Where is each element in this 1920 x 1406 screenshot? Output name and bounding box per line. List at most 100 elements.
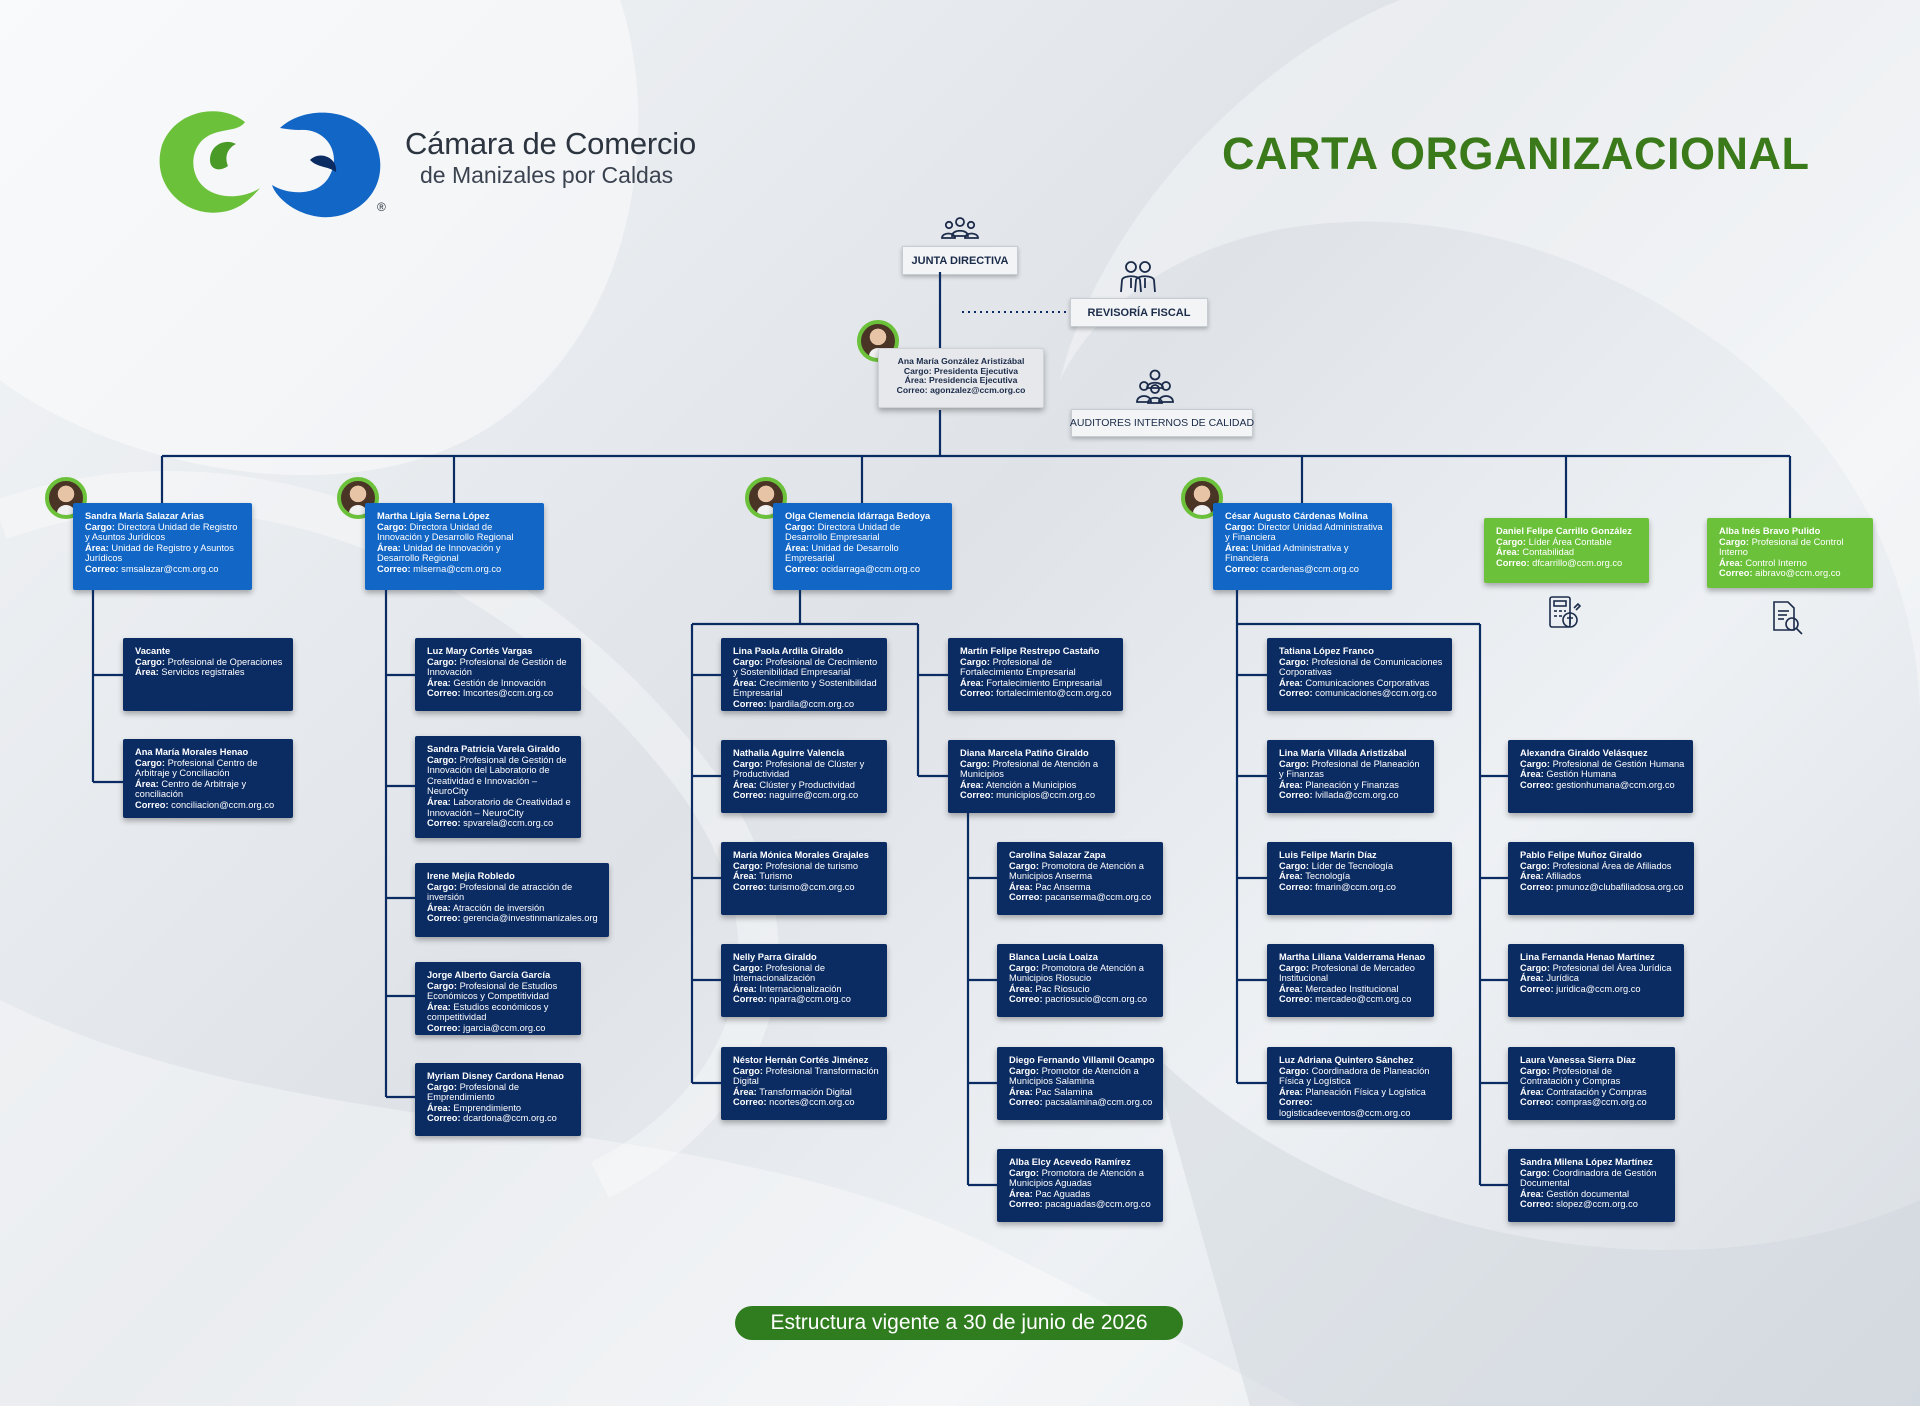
email-link[interactable]: municipios@ccm.org.co xyxy=(996,790,1095,801)
email-link[interactable]: pacsalamina@ccm.org.co xyxy=(1045,1097,1153,1108)
email-link[interactable]: jgarcia@ccm.org.co xyxy=(463,1022,546,1033)
email-link[interactable]: turismo@ccm.org.co xyxy=(769,881,855,892)
person-name: Alba Elcy Acevedo Ramírez xyxy=(1009,1157,1131,1167)
cargo-label: Cargo: xyxy=(903,365,932,376)
cargo-value: Profesional de Operaciones xyxy=(167,656,283,667)
person-name: Martha Ligia Serna López xyxy=(377,511,490,521)
correo-label: Correo: xyxy=(1009,1199,1043,1210)
person-name: Diego Fernando Villamil Ocampo xyxy=(1009,1055,1155,1065)
email-link[interactable]: pmunoz@clubafiliadosa.org.co xyxy=(1556,881,1684,892)
area-value: Planeación y Finanzas xyxy=(1305,779,1399,790)
cargo-label: Cargo: xyxy=(1520,962,1550,973)
email-link[interactable]: mercadeo@ccm.org.co xyxy=(1315,994,1412,1005)
area-label: Área: xyxy=(733,1086,757,1097)
area-value: Atención a Municipios xyxy=(985,779,1077,790)
email-link[interactable]: ccardenas@ccm.org.co xyxy=(1261,563,1359,574)
email-link[interactable]: ncortes@ccm.org.co xyxy=(769,1097,855,1108)
email-link[interactable]: pacaguadas@ccm.org.co xyxy=(1045,1199,1151,1210)
area-label: Área: xyxy=(1279,779,1303,790)
cargo-label: Cargo: xyxy=(1520,860,1550,871)
brand-line-2: de Manizales por Caldas xyxy=(420,162,674,188)
email-link[interactable]: juridica@ccm.org.co xyxy=(1556,983,1641,994)
area-value: Mercadeo Institucional xyxy=(1305,983,1399,994)
correo-label: Correo: xyxy=(1520,1097,1554,1108)
area-value: Clúster y Productividad xyxy=(759,779,855,790)
cargo-label: Cargo: xyxy=(135,757,165,768)
cargo-label: Cargo: xyxy=(1009,1065,1039,1076)
email-link[interactable]: conciliacion@ccm.org.co xyxy=(171,799,275,810)
correo-label: Correo: xyxy=(1520,1199,1554,1210)
board-box: JUNTA DIRECTIVA xyxy=(902,246,1018,275)
email-link[interactable]: slopez@ccm.org.co xyxy=(1556,1199,1638,1210)
correo-label: Correo: xyxy=(1009,1097,1043,1108)
area-label: Área: xyxy=(1279,677,1303,688)
email-link[interactable]: pacanserma@ccm.org.co xyxy=(1045,892,1152,903)
email-link[interactable]: aibravo@ccm.org.co xyxy=(1755,568,1841,579)
correo-label: Correo: xyxy=(85,563,119,574)
person-name: Ana María González Aristizábal xyxy=(897,356,1025,366)
area-value: Unidad Administrativa y Financiera xyxy=(1225,542,1349,564)
avatar xyxy=(745,477,787,519)
cargo-label: Cargo: xyxy=(1520,1167,1550,1178)
email-link[interactable]: nparra@ccm.org.co xyxy=(769,994,851,1005)
cargo-value: Profesional de Estudios Económicos y Com… xyxy=(427,980,558,1002)
person-name: Lina Paola Ardila Giraldo xyxy=(733,646,844,656)
email-link[interactable]: naguirre@ccm.org.co xyxy=(769,790,859,801)
email-link[interactable]: gestionhumana@ccm.org.co xyxy=(1556,779,1675,790)
email-link[interactable]: comunicaciones@ccm.org.co xyxy=(1315,688,1437,699)
email-link[interactable]: compras@ccm.org.co xyxy=(1556,1097,1647,1108)
cargo-value: Profesional de Planeación y Finanzas xyxy=(1279,758,1420,780)
person-name: Nelly Parra Giraldo xyxy=(733,952,817,962)
auditor-icon xyxy=(1120,261,1156,293)
email-link[interactable]: fmarin@ccm.org.co xyxy=(1315,881,1396,892)
email-link[interactable]: lpardila@ccm.org.co xyxy=(769,698,855,709)
area-label: Área: xyxy=(904,375,927,386)
area-value: Pac Aguadas xyxy=(1035,1188,1091,1199)
cargo-label: Cargo: xyxy=(1009,860,1039,871)
email-link[interactable]: lvillada@ccm.org.co xyxy=(1315,790,1399,801)
email-link[interactable]: agonzalez@ccm.org.co xyxy=(930,384,1026,395)
area-label: Área: xyxy=(733,983,757,994)
cargo-label: Cargo: xyxy=(1279,860,1309,871)
area-label: Área: xyxy=(1520,973,1544,984)
email-link[interactable]: ocidarraga@ccm.org.co xyxy=(821,563,921,574)
email-link[interactable]: pacriosucio@ccm.org.co xyxy=(1045,994,1148,1005)
cargo-label: Cargo: xyxy=(1520,758,1550,769)
email-link[interactable]: dfcarrillo@ccm.org.co xyxy=(1532,557,1623,568)
area-value: Emprendimiento xyxy=(453,1102,522,1113)
email-link[interactable]: fortalecimiento@ccm.org.co xyxy=(996,688,1112,699)
correo-label: Correo: xyxy=(1225,563,1259,574)
email-link[interactable]: dcardona@ccm.org.co xyxy=(463,1113,557,1124)
correo-label: Correo: xyxy=(1009,892,1043,903)
area-value: Afiliados xyxy=(1545,871,1581,882)
area-value: Turismo xyxy=(759,871,793,882)
email-link[interactable]: gerencia@investinmanizales.org xyxy=(463,913,598,924)
area-label: Área: xyxy=(1719,557,1743,568)
area-value: Pac Anserma xyxy=(1035,881,1091,892)
correo-label: Correo: xyxy=(1520,779,1554,790)
person-name: Blanca Lucía Loaiza xyxy=(1009,952,1098,962)
email-link[interactable]: logisticadeeventos@ccm.org.co xyxy=(1279,1107,1411,1118)
cargo-value: Profesional de Crecimiento y Sostenibili… xyxy=(733,656,878,678)
person-name: Myriam Disney Cardona Henao xyxy=(427,1071,564,1081)
email-link[interactable]: lmcortes@ccm.org.co xyxy=(463,688,554,699)
cargo-label: Cargo: xyxy=(1279,656,1309,667)
area-value: Transformación Digital xyxy=(759,1086,852,1097)
email-link[interactable]: spvarela@ccm.org.co xyxy=(463,818,554,829)
person-name: Olga Clemencia Idárraga Bedoya xyxy=(785,511,931,521)
correo-label: Correo: xyxy=(1279,1097,1313,1108)
correo-label: Correo: xyxy=(733,881,767,892)
person-name: Pablo Felipe Muñoz Giraldo xyxy=(1520,850,1642,860)
person-name: Nathalia Aguirre Valencia xyxy=(733,748,845,758)
cargo-label: Cargo: xyxy=(733,1065,763,1076)
area-value: Gestión Humana xyxy=(1546,769,1617,780)
email-link[interactable]: smsalazar@ccm.org.co xyxy=(121,563,219,574)
email-link[interactable]: mlserna@ccm.org.co xyxy=(413,563,502,574)
cargo-value: Profesional del Área Jurídica xyxy=(1552,962,1672,973)
area-value: Estudios económicos y competitividad xyxy=(427,1001,549,1023)
